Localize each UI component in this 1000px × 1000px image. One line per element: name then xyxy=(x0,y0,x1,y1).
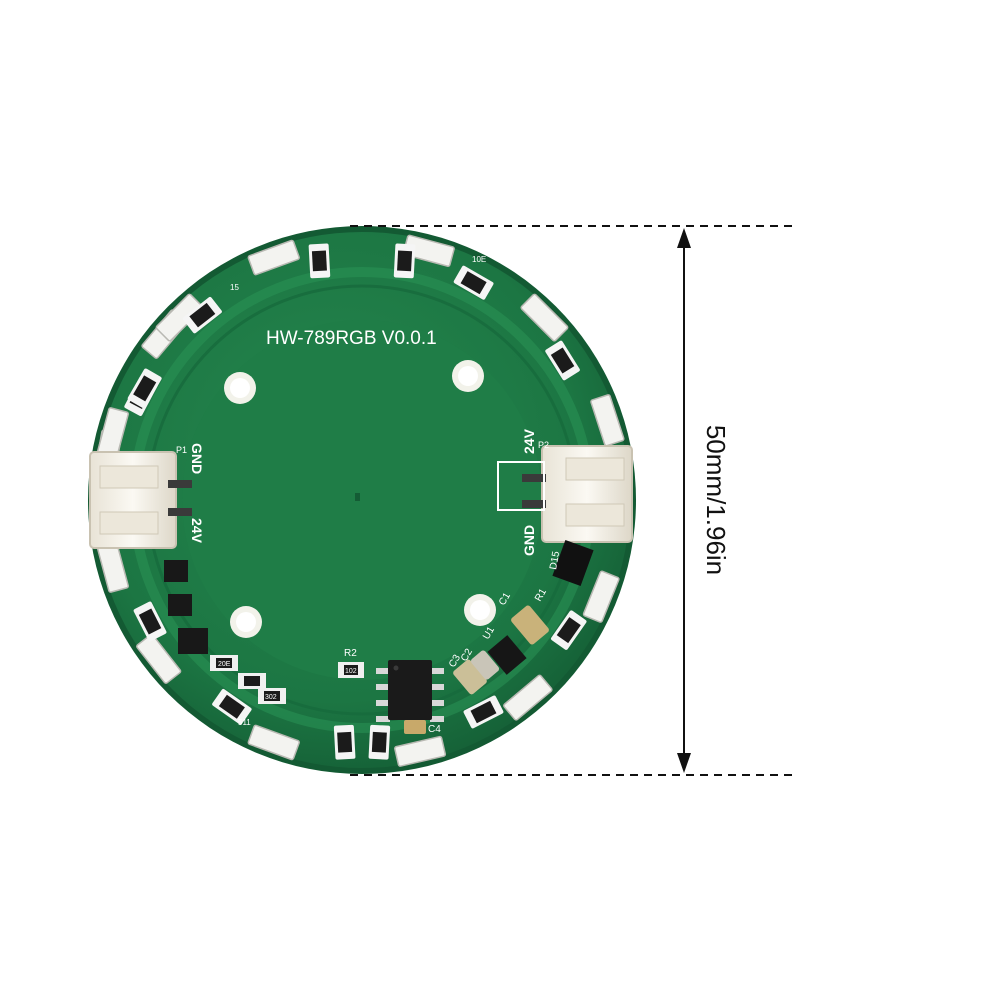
board-model-label: HW-789RGB V0.0.1 xyxy=(266,328,437,349)
code-10e: 10E xyxy=(472,255,486,264)
left-connector-gnd-label: GND xyxy=(189,443,205,474)
ring-resistors xyxy=(124,243,587,760)
ref-r2: R2 xyxy=(344,648,357,659)
dimension-arrow-top xyxy=(677,228,691,248)
right-connector-ref: P2 xyxy=(538,440,549,450)
right-connector xyxy=(497,445,633,543)
capacitors xyxy=(404,605,549,734)
center-fiducial xyxy=(355,493,360,501)
driver-chip xyxy=(376,660,444,722)
left-connector-24v-label: 24V xyxy=(189,518,205,544)
diode-d15 xyxy=(552,540,594,586)
code-15: 15 xyxy=(230,283,239,292)
mounting-holes xyxy=(224,360,496,638)
right-connector-gnd-label: GND xyxy=(521,525,537,556)
code-511: 511 xyxy=(238,718,251,727)
regulator-u1 xyxy=(487,635,527,675)
code-102: 102 xyxy=(345,668,357,675)
left-connector xyxy=(89,451,192,549)
led-ring xyxy=(93,234,625,767)
dimension-arrow-bottom xyxy=(677,753,691,773)
dimension-label: 50mm/1.96in xyxy=(701,425,731,575)
ref-d15: D15 xyxy=(548,550,562,570)
code-20e: 20E xyxy=(218,661,231,668)
transistors-left xyxy=(164,560,364,704)
ref-c4: C4 xyxy=(428,724,441,735)
left-connector-ref: P1 xyxy=(176,445,187,455)
dimension-annotation xyxy=(350,225,792,776)
code-302: 302 xyxy=(265,694,277,701)
pcb-board xyxy=(88,226,636,774)
right-connector-24v-label: 24V xyxy=(521,428,537,454)
